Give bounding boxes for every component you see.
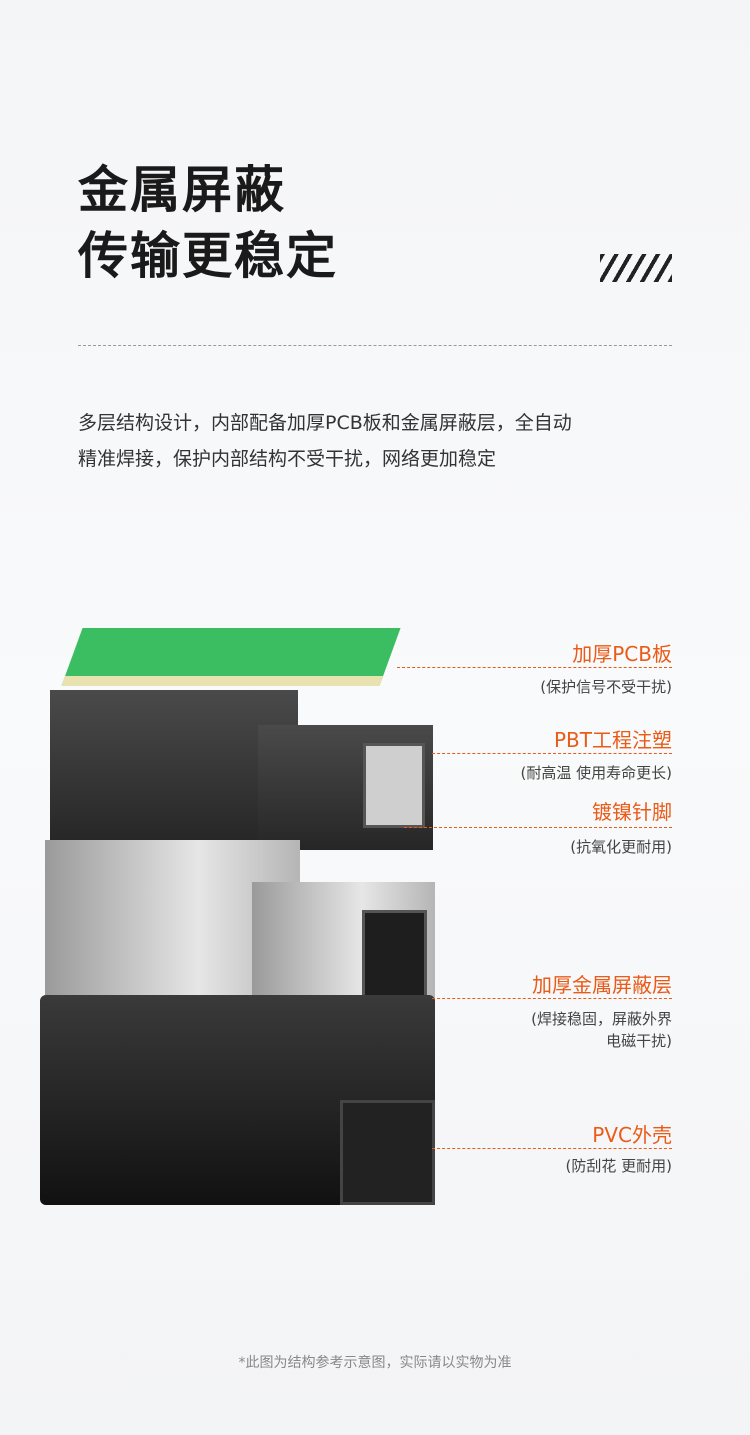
leader-line-pins bbox=[404, 827, 672, 828]
pcb-board bbox=[61, 628, 401, 686]
leader-line-pvc bbox=[432, 1148, 672, 1149]
divider bbox=[78, 345, 672, 346]
heading-line-2: 传输更稳定 bbox=[78, 227, 338, 285]
footnote: *此图为结构参考示意图，实际请以实物为准 bbox=[238, 1355, 512, 1371]
callout-detail-pbt: (耐高温 使用寿命更长) bbox=[520, 764, 672, 782]
callout-detail-pins: (抗氧化更耐用) bbox=[570, 838, 672, 856]
leader-line-shield bbox=[432, 998, 672, 999]
pbt-housing-left bbox=[50, 690, 298, 845]
callout-detail-pvc: (防刮花 更耐用) bbox=[565, 1157, 672, 1175]
callout-title-pins: 镀镍针脚 bbox=[592, 800, 672, 824]
leader-line-pcb bbox=[397, 667, 672, 668]
callout-detail-shield-line-2: 电磁干扰) bbox=[606, 1032, 672, 1050]
callout-title-pcb: 加厚PCB板 bbox=[572, 642, 672, 666]
rj45-pins bbox=[363, 743, 425, 828]
description-line-1: 多层结构设计，内部配备加厚PCB板和金属屏蔽层，全自动 bbox=[78, 412, 572, 434]
callout-title-pvc: PVC外壳 bbox=[592, 1123, 672, 1147]
pvc-shell bbox=[40, 995, 435, 1205]
callout-title-shield: 加厚金属屏蔽层 bbox=[532, 973, 672, 997]
description-line-2: 精准焊接，保护内部结构不受干扰，网络更加稳定 bbox=[78, 448, 497, 470]
callout-title-pbt: PBT工程注塑 bbox=[554, 728, 672, 752]
pbt-housing-right bbox=[258, 725, 433, 850]
slash-decoration-icon bbox=[600, 254, 672, 282]
heading-line-1: 金属屏蔽 bbox=[78, 161, 286, 219]
description: 多层结构设计，内部配备加厚PCB板和金属屏蔽层，全自动 精准焊接，保护内部结构不… bbox=[78, 405, 678, 477]
callout-detail-shield: (焊接稳固，屏蔽外界 电磁干扰) bbox=[531, 1008, 672, 1052]
shell-port bbox=[340, 1100, 435, 1205]
callout-detail-pcb: (保护信号不受干扰) bbox=[540, 678, 672, 696]
callout-detail-shield-line-1: (焊接稳固，屏蔽外界 bbox=[531, 1010, 672, 1028]
leader-line-pbt bbox=[432, 753, 672, 754]
